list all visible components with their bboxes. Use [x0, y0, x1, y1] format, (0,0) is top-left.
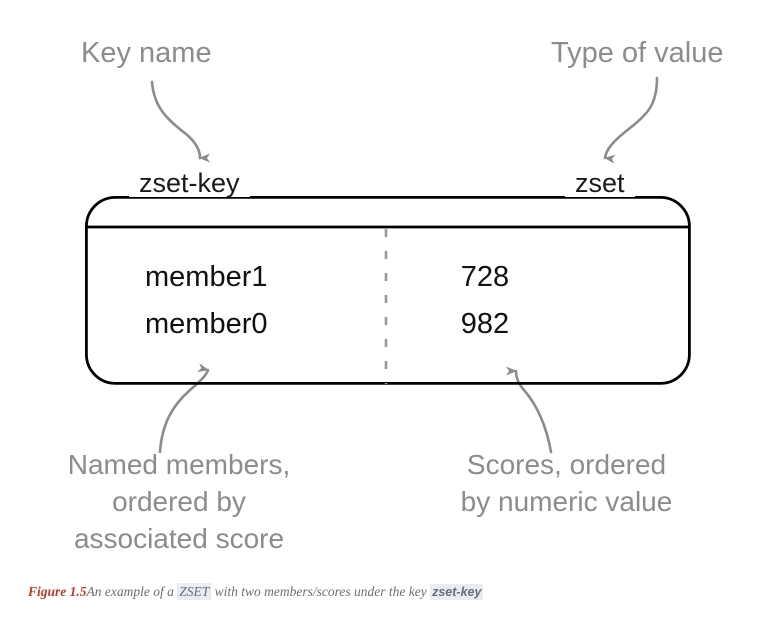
- annotation-scores-note-line-2: by numeric value: [460, 485, 673, 517]
- annotation-members-note-line-1: Named members,: [67, 449, 291, 480]
- table-row: member0 982: [85, 301, 691, 348]
- caption-term-zset-key: zset-key: [430, 584, 484, 600]
- zset-rows: member1 728 member0 982: [85, 232, 691, 382]
- zset-box-outline: [85, 196, 691, 385]
- annotation-type-of-value: Type of value: [551, 37, 724, 69]
- members-arrow: [158, 363, 210, 454]
- member-cell: member1: [145, 261, 268, 293]
- figure-caption: Figure 1.5An example of a ZSET with two …: [28, 583, 748, 601]
- zset-key-label: zset-key: [129, 170, 250, 197]
- caption-segment-2: with two members/scores under the key: [211, 584, 431, 599]
- zset-box: [85, 196, 691, 385]
- annotation-scores-note: Scores, ordered by numeric value: [404, 447, 729, 521]
- score-cell: 982: [460, 308, 510, 340]
- key-name-arrow: [150, 80, 211, 163]
- scores-arrow: [505, 366, 553, 454]
- annotation-members-note-line-2: ordered by: [112, 485, 246, 517]
- member-cell: member0: [145, 308, 268, 340]
- annotation-scores-note-line-1: Scores, ordered: [466, 449, 667, 480]
- zset-type-label: zset: [565, 170, 635, 197]
- type-of-value-arrow: [603, 76, 659, 164]
- annotation-members-note: Named members, ordered by associated sco…: [14, 447, 344, 558]
- table-row: member1 728: [85, 254, 691, 301]
- box-border: [85, 196, 691, 385]
- caption-term-zset: ZSET: [177, 583, 212, 600]
- annotation-key-name: Key name: [81, 37, 212, 69]
- caption-segment-1: An example of a: [86, 584, 178, 599]
- score-cell: 728: [460, 261, 510, 293]
- annotation-members-note-line-3: associated score: [73, 522, 285, 554]
- figure-number: Figure 1.5: [28, 584, 87, 599]
